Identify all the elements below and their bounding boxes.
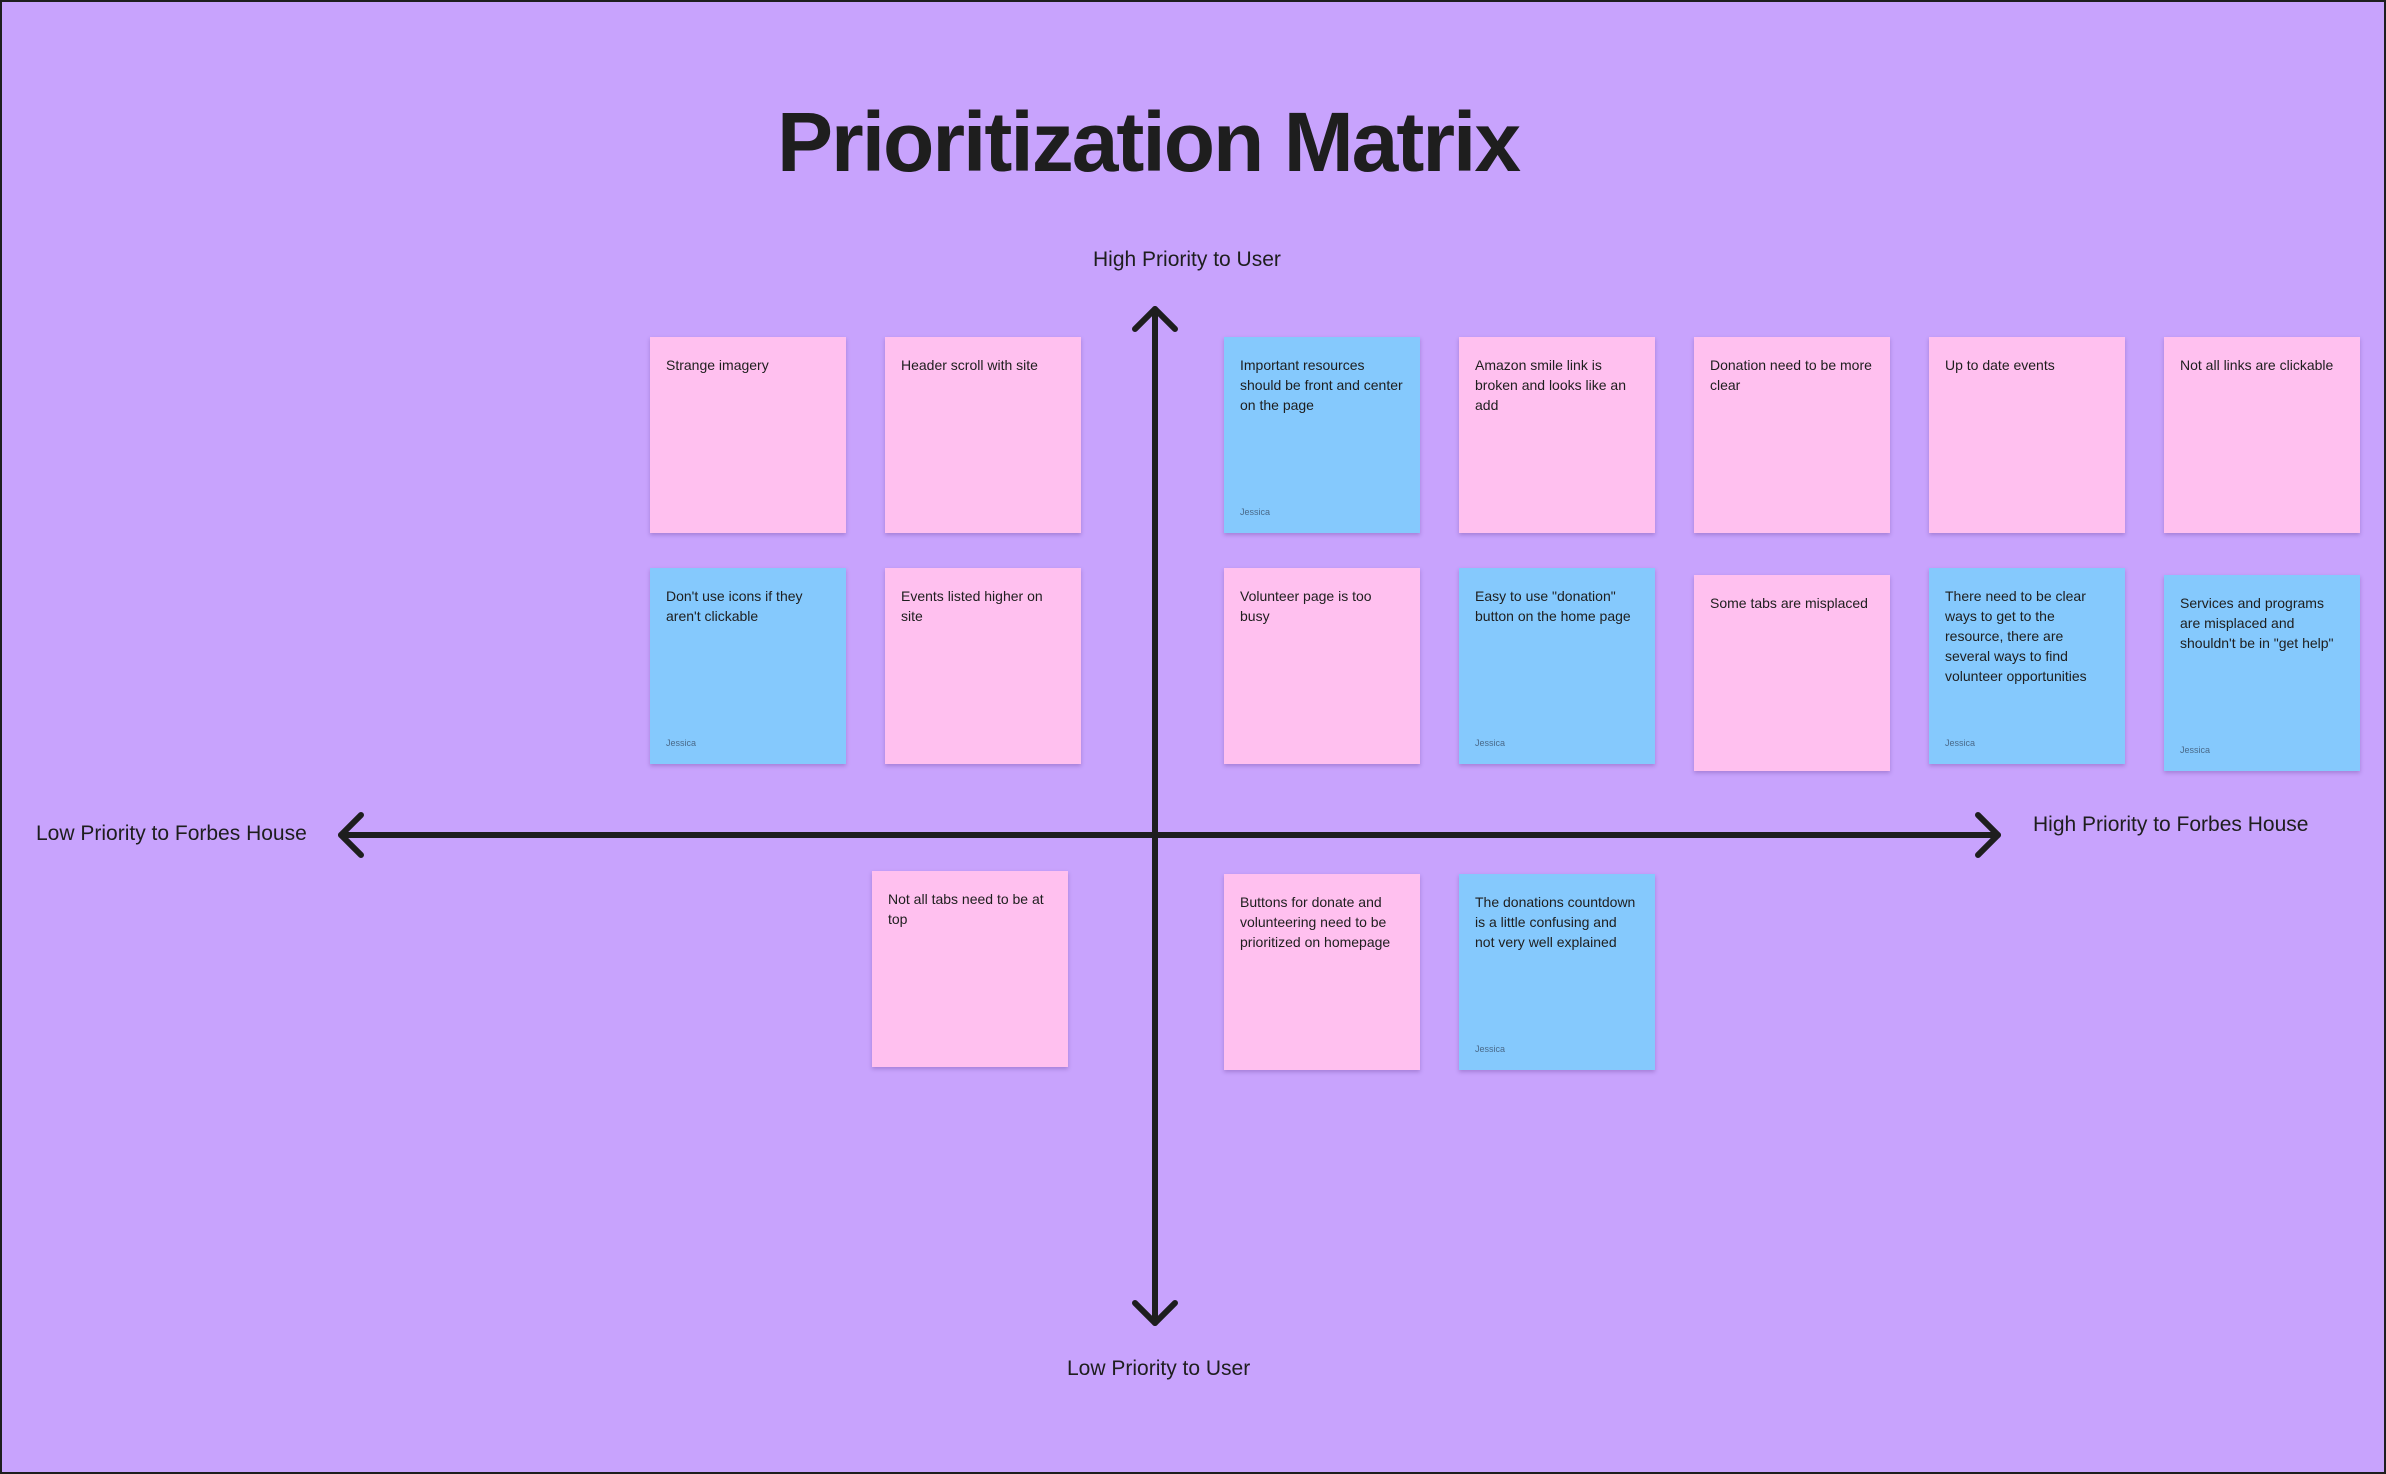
- sticky-note[interactable]: Important resources should be front and …: [1224, 337, 1420, 533]
- sticky-note[interactable]: Header scroll with site: [885, 337, 1081, 533]
- note-text: Not all tabs need to be at top: [888, 891, 1044, 927]
- note-text: The donations countdown is a little conf…: [1475, 894, 1636, 950]
- note-text: There need to be clear ways to get to th…: [1945, 588, 2087, 684]
- sticky-note[interactable]: Not all links are clickable: [2164, 337, 2360, 533]
- note-text: Easy to use "donation" button on the hom…: [1475, 588, 1631, 624]
- note-text: Donation need to be more clear: [1710, 357, 1872, 393]
- note-text: Events listed higher on site: [901, 588, 1043, 624]
- note-author: Jessica: [666, 738, 697, 748]
- sticky-note[interactable]: Not all tabs need to be at top: [872, 871, 1068, 1067]
- sticky-note[interactable]: Donation need to be more clear: [1694, 337, 1890, 533]
- note-text: Amazon smile link is broken and looks li…: [1475, 357, 1626, 413]
- sticky-note[interactable]: Up to date events: [1929, 337, 2125, 533]
- y-axis-top-label: High Priority to User: [1093, 248, 1281, 271]
- sticky-note[interactable]: Volunteer page is too busy: [1224, 568, 1420, 764]
- note-author: Jessica: [1240, 507, 1271, 517]
- note-text: Header scroll with site: [901, 357, 1038, 373]
- x-axis-right-label: High Priority to Forbes House: [2033, 813, 2309, 836]
- sticky-note[interactable]: The donations countdown is a little conf…: [1459, 874, 1655, 1070]
- sticky-note[interactable]: Strange imagery: [650, 337, 846, 533]
- note-text: Important resources should be front and …: [1240, 357, 1403, 413]
- note-text: Volunteer page is too busy: [1240, 588, 1372, 624]
- sticky-note[interactable]: Some tabs are misplaced: [1694, 575, 1890, 771]
- sticky-note[interactable]: Don't use icons if they aren't clickable…: [650, 568, 846, 764]
- note-text: Up to date events: [1945, 357, 2055, 373]
- x-axis-right-arrowhead: [1975, 812, 2001, 858]
- note-author: Jessica: [1945, 738, 1976, 748]
- y-axis-bottom-label: Low Priority to User: [1067, 1357, 1251, 1380]
- y-axis-bottom-arrowhead: [1132, 1300, 1178, 1326]
- note-text: Services and programs are misplaced and …: [2180, 595, 2334, 651]
- sticky-note[interactable]: Amazon smile link is broken and looks li…: [1459, 337, 1655, 533]
- sticky-note[interactable]: Events listed higher on site: [885, 568, 1081, 764]
- note-author: Jessica: [2180, 745, 2211, 755]
- note-text: Buttons for donate and volunteering need…: [1240, 894, 1391, 950]
- y-axis-top-arrowhead: [1132, 306, 1178, 332]
- note-author: Jessica: [1475, 738, 1506, 748]
- note-text: Strange imagery: [666, 357, 769, 373]
- note-author: Jessica: [1475, 1044, 1506, 1054]
- sticky-note[interactable]: There need to be clear ways to get to th…: [1929, 568, 2125, 764]
- page-title: Prioritization Matrix: [777, 95, 1521, 189]
- sticky-note[interactable]: Services and programs are misplaced and …: [2164, 575, 2360, 771]
- note-text: Not all links are clickable: [2180, 357, 2334, 373]
- note-text: Don't use icons if they aren't clickable: [666, 588, 803, 624]
- x-axis-left-arrowhead: [338, 812, 364, 858]
- sticky-note[interactable]: Buttons for donate and volunteering need…: [1224, 874, 1420, 1070]
- x-axis-left-label: Low Priority to Forbes House: [36, 822, 307, 845]
- note-text: Some tabs are misplaced: [1710, 595, 1868, 611]
- sticky-note[interactable]: Easy to use "donation" button on the hom…: [1459, 568, 1655, 764]
